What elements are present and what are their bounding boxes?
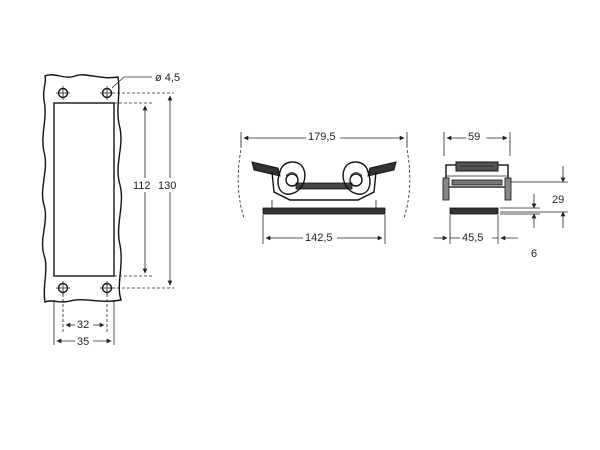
dim-59-label: 59	[468, 131, 480, 143]
dim-29-label: 29	[552, 194, 564, 206]
side-base-plate	[449, 207, 499, 215]
cutout-rectangle	[53, 102, 115, 277]
mounting-hole-top-left	[56, 86, 70, 100]
front-view: 179,5 142,5	[237, 129, 411, 244]
panel-outline	[41, 74, 123, 303]
dim-142-5-label: 142,5	[305, 232, 333, 244]
dim-6-label: 6	[531, 248, 537, 260]
hole-diameter-label: ø 4,5	[155, 72, 180, 84]
left-hook	[277, 161, 306, 195]
front-base-plate	[262, 207, 386, 215]
dim-45-5-label: 45,5	[462, 232, 483, 244]
dim-35-label: 35	[77, 336, 89, 348]
dim-32-label: 32	[77, 319, 89, 331]
left-locking-lever	[251, 161, 281, 177]
hole-leader	[111, 76, 125, 89]
right-locking-lever	[367, 161, 397, 177]
right-hook	[342, 161, 371, 195]
side-view: 59 29 6 45,5	[434, 129, 568, 260]
cutout-view: ø 4,5 112 130 32 35	[41, 72, 181, 348]
dim-179-5-label: 179,5	[308, 131, 336, 143]
side-top-bar	[455, 161, 499, 172]
dim-130-label: 130	[158, 180, 176, 192]
mounting-hole-bottom-left	[56, 281, 70, 295]
mounting-hole-top-right	[100, 86, 114, 100]
mounting-hole-bottom-right	[100, 281, 114, 295]
dim-112-label: 112	[133, 180, 151, 192]
